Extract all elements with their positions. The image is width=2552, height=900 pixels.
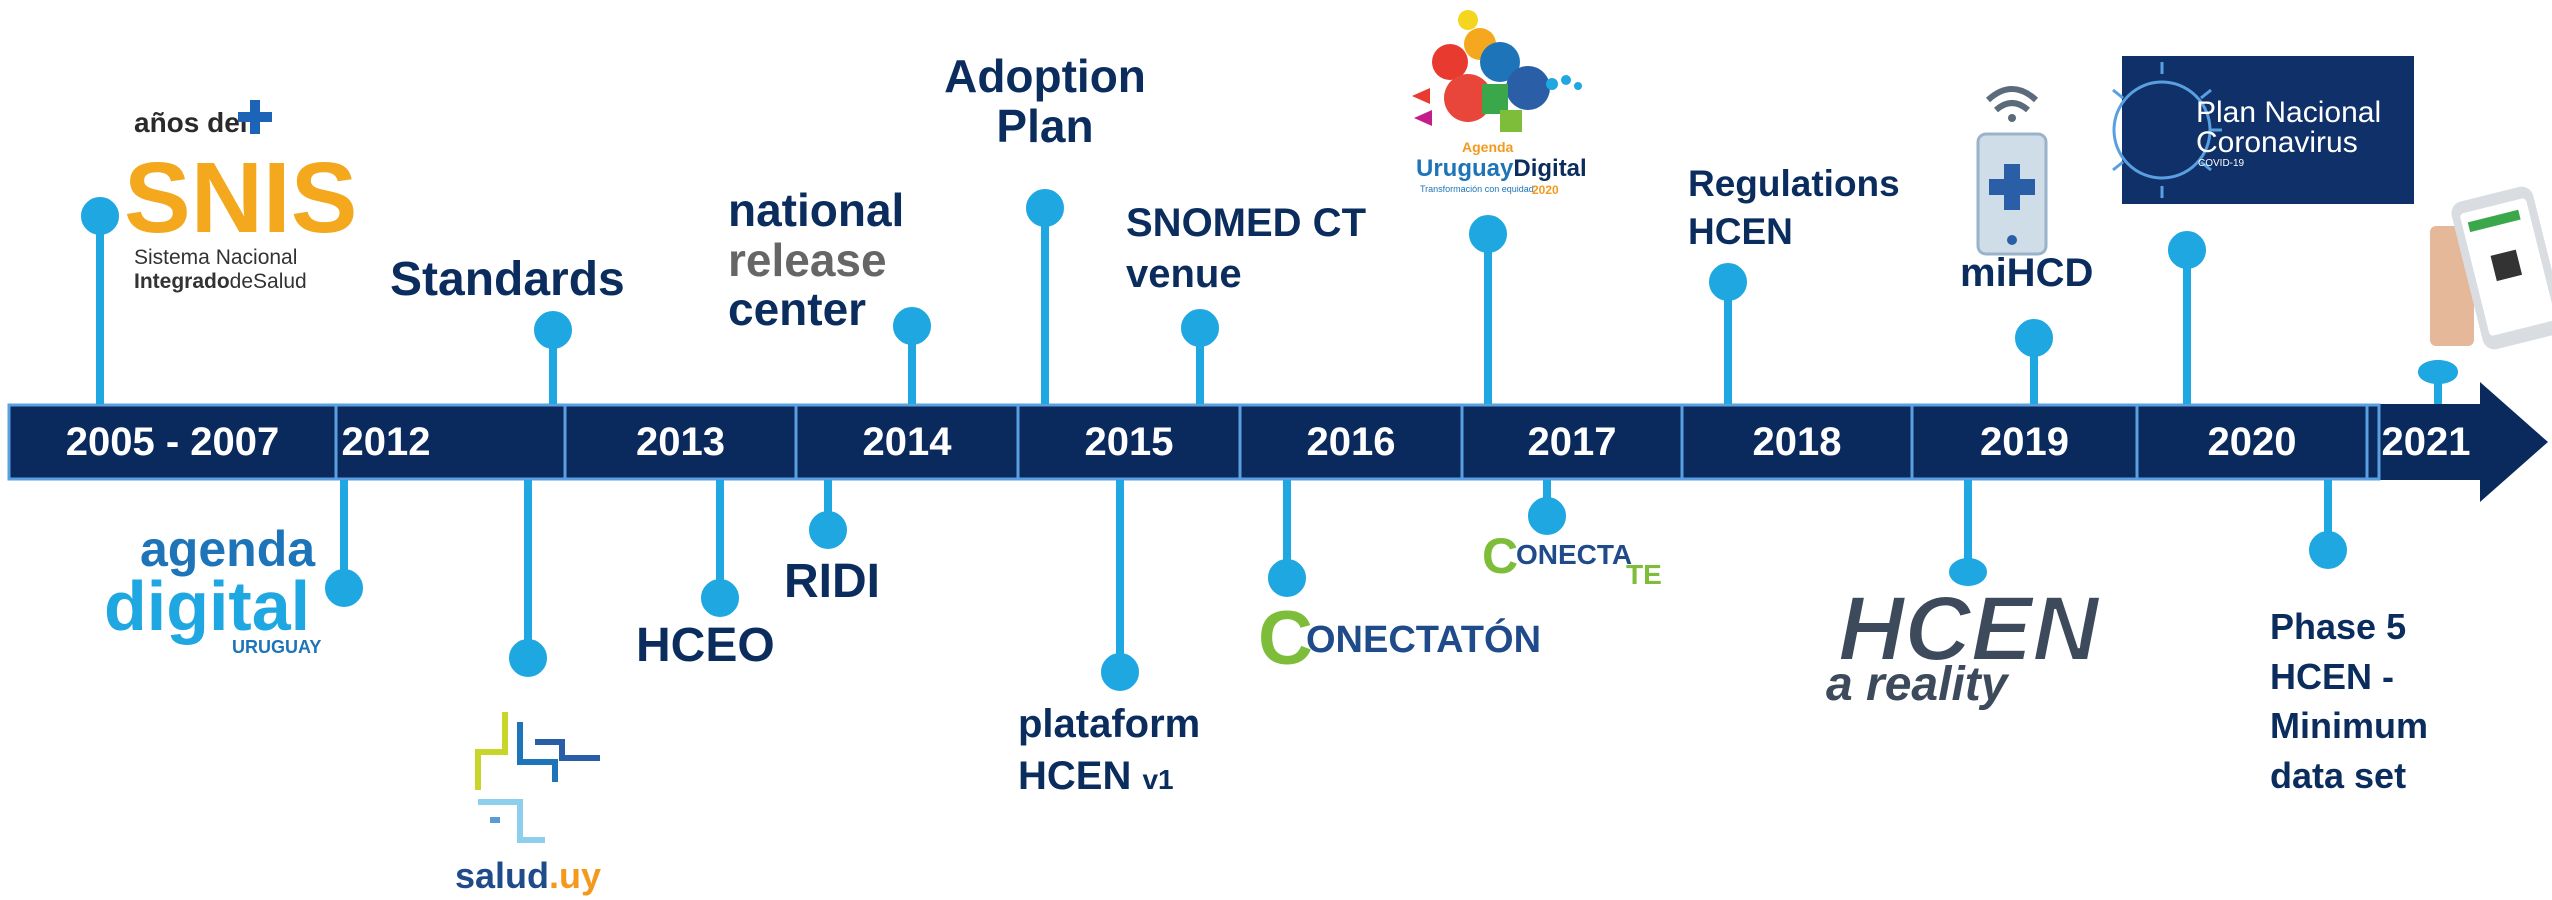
stem-mihcd bbox=[2015, 319, 2053, 404]
year-label: 2021 bbox=[2381, 419, 2471, 464]
svg-text:COVID-19: COVID-19 bbox=[2198, 158, 2245, 169]
event-label-line: Phase 5 bbox=[2270, 606, 2407, 647]
year-label: 2016 bbox=[1306, 419, 1396, 464]
stem-plataform-hcen bbox=[1101, 480, 1139, 691]
conecta-te-logo: C ONECTA TE bbox=[1482, 528, 1662, 590]
year-label: 2013 bbox=[636, 419, 725, 464]
stem-adoption-plan bbox=[1026, 189, 1064, 404]
event-label-line: Plan bbox=[996, 99, 1094, 152]
snis-logo: años del SNIS Sistema Nacional Integrado… bbox=[120, 100, 357, 300]
stem-agenda-uruguay-digital bbox=[1469, 215, 1507, 404]
svg-text:ONECTATÓN: ONECTATÓN bbox=[1306, 617, 1541, 661]
year-label: 2014 bbox=[862, 419, 952, 464]
event-standards: Standards bbox=[390, 253, 625, 306]
event-label-line: national bbox=[728, 184, 905, 236]
stem-regulations-hcen bbox=[1709, 263, 1747, 404]
conectaton-logo: C ONECTATÓN bbox=[1258, 596, 1541, 681]
svg-text:Coronavirus: Coronavirus bbox=[2196, 126, 2358, 159]
mihcd-phone-icon bbox=[1976, 86, 2048, 256]
svg-text:Agenda: Agenda bbox=[1462, 139, 1514, 155]
svg-text:Plan Nacional: Plan Nacional bbox=[2196, 96, 2381, 129]
hand-phone-icon bbox=[2430, 186, 2552, 350]
hcen-reality-logo: HCEN a reality bbox=[1826, 577, 2102, 711]
svg-text:años del: años del bbox=[134, 107, 248, 138]
event-phase5: Phase 5 HCEN - Minimum data set bbox=[2270, 602, 2428, 801]
svg-text:2020: 2020 bbox=[1532, 183, 1559, 197]
plus-icon bbox=[238, 100, 272, 134]
stem-phase5 bbox=[2309, 480, 2347, 569]
event-label-line: release bbox=[728, 233, 887, 286]
year-label: 2017 bbox=[1527, 419, 1617, 464]
event-label-line: HCEN bbox=[1688, 211, 1793, 253]
event-regulations-hcen: Regulations HCEN bbox=[1688, 160, 1900, 256]
year-label: 2012 bbox=[341, 419, 431, 464]
svg-text:a reality: a reality bbox=[1826, 658, 2010, 711]
event-label-line: SNOMED CT bbox=[1126, 201, 1366, 245]
svg-text:digital: digital bbox=[104, 567, 310, 645]
event-adoption-plan: Adoption Plan bbox=[936, 50, 1154, 152]
year-label: 2005 - 2007 bbox=[65, 419, 280, 464]
stem-ridi bbox=[809, 480, 847, 549]
event-label-line: HCEN v1 bbox=[1018, 750, 1200, 802]
agenda-uruguay-digital-logo: Agenda UruguayDigital Transformación con… bbox=[1412, 10, 1587, 197]
svg-text:salud.uy: salud.uy bbox=[455, 855, 601, 896]
stem-national-release-center bbox=[893, 307, 931, 404]
stem-salud-uy bbox=[509, 480, 547, 677]
stem-2021 bbox=[2418, 360, 2458, 404]
stem-hceo bbox=[701, 480, 739, 617]
year-label: 2020 bbox=[2207, 419, 2297, 464]
event-label-line: Adoption bbox=[944, 50, 1146, 102]
event-label-part: v1 bbox=[1142, 764, 1174, 795]
stem-snomed-ct-venue bbox=[1181, 309, 1219, 404]
event-hceo: HCEO bbox=[636, 619, 775, 672]
svg-text:HCEN: HCEN bbox=[1838, 578, 2101, 680]
stem-conecta-te bbox=[1528, 480, 1566, 535]
event-label-line: HCEN - bbox=[2270, 655, 2394, 697]
svg-text:ONECTA: ONECTA bbox=[1516, 539, 1632, 570]
event-mihcd: miHCD bbox=[1960, 251, 2094, 295]
agenda-digital-logo: agenda digital URUGUAY bbox=[104, 521, 321, 657]
event-ridi: RIDI bbox=[784, 555, 880, 608]
plan-coronavirus-logo: Plan Nacional Coronavirus COVID-19 bbox=[2112, 56, 2414, 204]
salud-uy-logo: salud.uy bbox=[455, 712, 601, 896]
year-label: 2018 bbox=[1752, 419, 1842, 464]
event-label-line: plataform bbox=[1018, 702, 1201, 746]
svg-text:agenda: agenda bbox=[140, 521, 316, 577]
stem-standards bbox=[534, 311, 572, 404]
svg-text:C: C bbox=[1482, 528, 1518, 584]
event-national-release-center: national release center bbox=[728, 184, 905, 336]
svg-text:Sistema Nacional: Sistema Nacional bbox=[134, 246, 297, 269]
event-label-line: data set bbox=[2270, 755, 2407, 797]
svg-text:TE: TE bbox=[1626, 559, 1662, 590]
svg-text:URUGUAY: URUGUAY bbox=[232, 637, 321, 657]
event-label-line: center bbox=[728, 283, 867, 336]
stem-agenda-digital bbox=[325, 480, 363, 607]
stem-conectaton bbox=[1268, 480, 1306, 597]
stem-hcen-reality bbox=[1949, 480, 1987, 586]
timeline-bar-outline bbox=[7, 403, 2381, 481]
year-label: 2015 bbox=[1084, 419, 1174, 464]
event-label-line: venue bbox=[1126, 252, 1242, 297]
year-label: 2019 bbox=[1980, 419, 2069, 464]
event-label-line: Minimum bbox=[2270, 705, 2428, 747]
event-plataform-hcen: plataform HCEN v1 bbox=[1018, 698, 1200, 802]
event-label-line: Regulations bbox=[1688, 163, 1900, 204]
svg-text:Transformación con equidad: Transformación con equidad bbox=[1420, 184, 1534, 194]
stem-plan-coronavirus bbox=[2168, 231, 2206, 404]
svg-text:SNIS: SNIS bbox=[124, 142, 357, 254]
event-snomed-ct-venue: SNOMED CT venue bbox=[1126, 198, 1366, 300]
stem-snis bbox=[81, 197, 119, 404]
year-2020-highlight bbox=[2135, 403, 2369, 481]
svg-text:UruguayDigital: UruguayDigital bbox=[1416, 155, 1587, 182]
event-label-part: HCEN bbox=[1018, 754, 1132, 798]
svg-text:C: C bbox=[1258, 596, 1313, 681]
svg-text:IntegradodeSalud: IntegradodeSalud bbox=[134, 270, 307, 293]
